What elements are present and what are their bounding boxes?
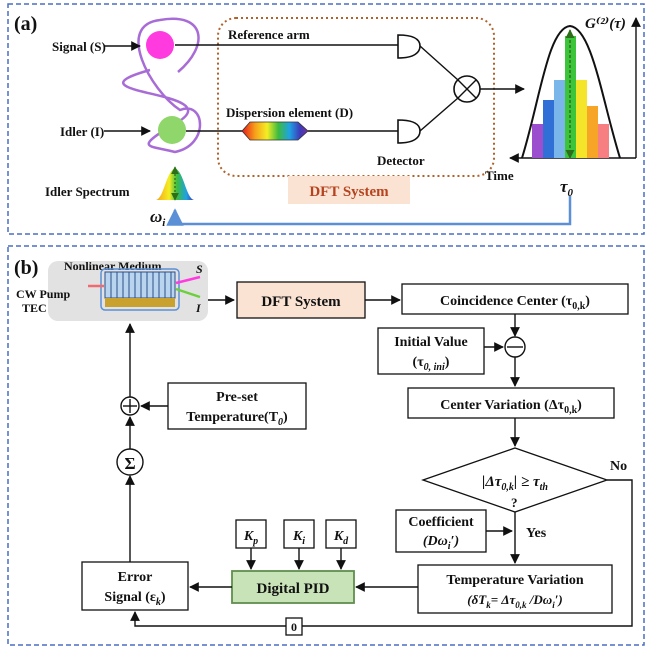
nonlinear-medium-label: Nonlinear Medium xyxy=(64,259,161,273)
coincidence-center-label: Coincidence Center (τ0,k) xyxy=(440,294,590,312)
g2-envelope xyxy=(521,24,621,159)
omega-label: ωi xyxy=(150,207,166,229)
time-label: Time xyxy=(485,168,514,183)
tec-plate xyxy=(105,298,175,307)
zero-label: 0 xyxy=(291,620,297,634)
dft-dotted-box xyxy=(217,17,495,177)
dft-system-box-label: DFT System xyxy=(261,294,341,310)
i-label: I xyxy=(195,301,202,315)
preset-temperature-line1: Pre-set xyxy=(216,390,258,405)
ki-box xyxy=(283,519,315,549)
g2-bar-orange xyxy=(587,106,598,158)
error-signal-line1: Error xyxy=(118,570,153,585)
g2-label: G⁽²⁾(τ) xyxy=(585,16,626,32)
error-signal-box xyxy=(81,561,189,611)
crystal-stripes xyxy=(110,272,172,298)
g2-bar-purple xyxy=(532,124,543,158)
no-path xyxy=(130,479,633,627)
g2-bar-yellow xyxy=(576,80,587,158)
panel-a-tag: (a) xyxy=(14,13,37,35)
sum-label: Σ xyxy=(124,454,135,473)
kp-box xyxy=(235,519,267,549)
preset-temperature-box xyxy=(167,382,307,430)
signal-label: Signal (S) xyxy=(52,39,106,54)
no-label: No xyxy=(610,459,627,474)
detector-label: Detector xyxy=(377,153,425,168)
error-signal-line2: Signal (εk) xyxy=(104,590,166,608)
coefficient-line1: Coefficient xyxy=(408,515,474,530)
panel-b-tag: (b) xyxy=(14,257,38,279)
g2-bar-blue xyxy=(543,100,554,158)
tec-label: TEC xyxy=(22,301,47,315)
panel-a-frame xyxy=(7,3,645,235)
temperature-variation-box xyxy=(417,564,613,614)
cw-pump-label: CW Pump xyxy=(16,287,70,301)
dispersion-element xyxy=(241,121,309,141)
reference-arm-label: Reference arm xyxy=(228,27,310,42)
center-variation-box xyxy=(407,387,615,419)
tau0-label: τ0 xyxy=(560,177,574,199)
center-variation-label: Center Variation (Δτ0,k) xyxy=(440,398,582,416)
initial-value-line1: Initial Value xyxy=(394,335,468,350)
detector-top xyxy=(397,34,421,59)
kd-label: Kd xyxy=(333,529,349,547)
panel-b-frame xyxy=(7,245,645,646)
dft-system-label-box xyxy=(288,176,410,204)
yes-label: Yes xyxy=(526,526,547,541)
coincidence-center-box xyxy=(401,283,629,315)
temperature-variation-line1: Temperature Variation xyxy=(446,573,583,588)
figure-eight-loop xyxy=(121,17,202,154)
idler-label: Idler (I) xyxy=(60,124,104,139)
question-label: ? xyxy=(511,495,518,510)
initial-value-box xyxy=(377,327,485,375)
zero-box xyxy=(285,617,303,636)
feedback-line-a xyxy=(166,196,572,226)
idler-dot xyxy=(158,116,186,144)
g2-bar-lightblue xyxy=(554,80,565,158)
g2-bar-pink xyxy=(598,124,609,158)
kp-label: Kp xyxy=(243,529,258,547)
detector-bottom xyxy=(397,119,421,144)
coefficient-box xyxy=(395,509,487,553)
ki-label: Ki xyxy=(292,529,305,547)
dispersion-label: Dispersion element (D) xyxy=(226,105,353,120)
dft-system-label: DFT System xyxy=(309,184,389,200)
idler-spectrum-label: Idler Spectrum xyxy=(45,184,130,199)
temperature-variation-line2: (δTk= Δτ0,k /Dωi′) xyxy=(467,592,562,610)
s-label: S xyxy=(196,262,203,276)
condition-label: |Δτ0,k| ≥ τth xyxy=(482,474,548,493)
initial-value-line2: (τ0, ini) xyxy=(413,355,450,373)
coefficient-line2: (Dωi′) xyxy=(423,534,459,552)
preset-temperature-line2: Temperature(T0) xyxy=(186,410,288,428)
signal-dot xyxy=(146,31,174,59)
digital-pid-label: Digital PID xyxy=(257,581,330,597)
